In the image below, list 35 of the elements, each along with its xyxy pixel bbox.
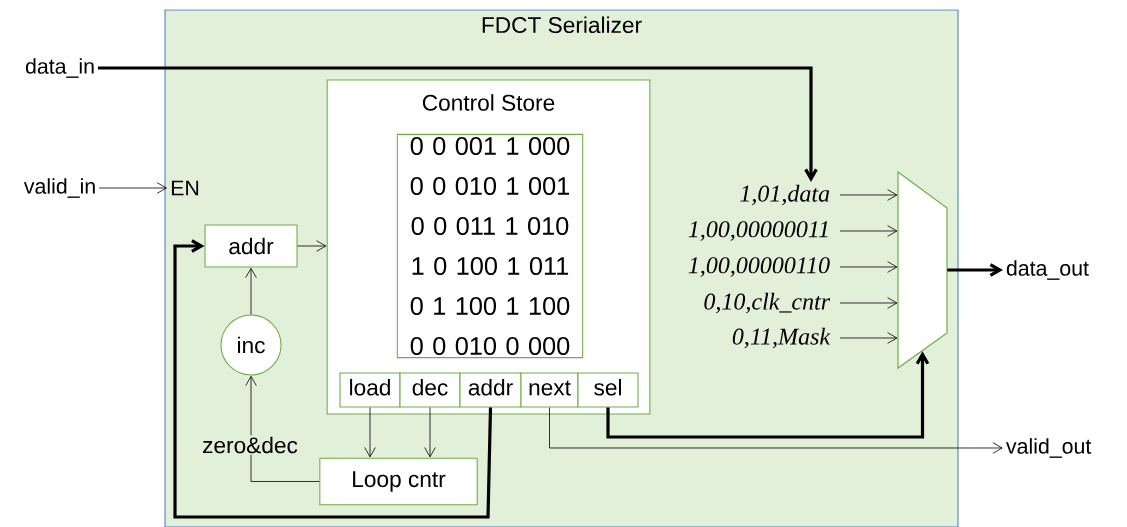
register-box: addr <box>204 224 298 268</box>
port-label: valid_in <box>23 178 95 198</box>
pin-label: EN <box>171 180 199 196</box>
microcode-table: 0 0 001 1 000 0 0 010 1 001 0 0 011 1 010 1 0 100 1 011 0 1 100 1 100 0 0 010 0 000 <box>396 133 584 359</box>
mux-input-label: 1,00,00000011 <box>688 221 828 241</box>
counter-box: Loop cntr <box>319 457 478 506</box>
mux-input-label: 1,01,data <box>740 184 830 206</box>
field-cell: load <box>339 372 401 408</box>
arrow <box>364 407 376 458</box>
arrow <box>947 263 1003 277</box>
arrow <box>839 332 898 344</box>
arrow <box>97 66 818 182</box>
field-cell: sel <box>577 372 639 408</box>
mux-input-label: 1,00,00000110 <box>688 257 830 277</box>
field-cell: next <box>520 372 579 408</box>
arrow <box>839 189 898 201</box>
arrow <box>424 407 436 458</box>
mux-input-label: 0,10,clk_cntr <box>704 292 831 314</box>
arrow <box>839 261 898 273</box>
arrow <box>245 267 257 315</box>
arrow <box>173 239 493 519</box>
arrow <box>98 182 167 194</box>
port-label: data_in <box>25 58 94 78</box>
field-cell: dec <box>399 372 461 408</box>
field-cell: addr <box>459 372 522 408</box>
arrow <box>297 240 327 252</box>
arrow <box>839 297 898 309</box>
mux-input-label: 0,11,Mask <box>732 327 831 349</box>
arrow <box>839 225 898 237</box>
port-label: data_out <box>1006 260 1089 280</box>
arrow <box>549 407 1003 454</box>
arrow <box>606 351 930 439</box>
port-label: valid_out <box>1006 438 1092 458</box>
arrow <box>245 375 320 482</box>
edge-label: zero&dec <box>203 436 298 454</box>
